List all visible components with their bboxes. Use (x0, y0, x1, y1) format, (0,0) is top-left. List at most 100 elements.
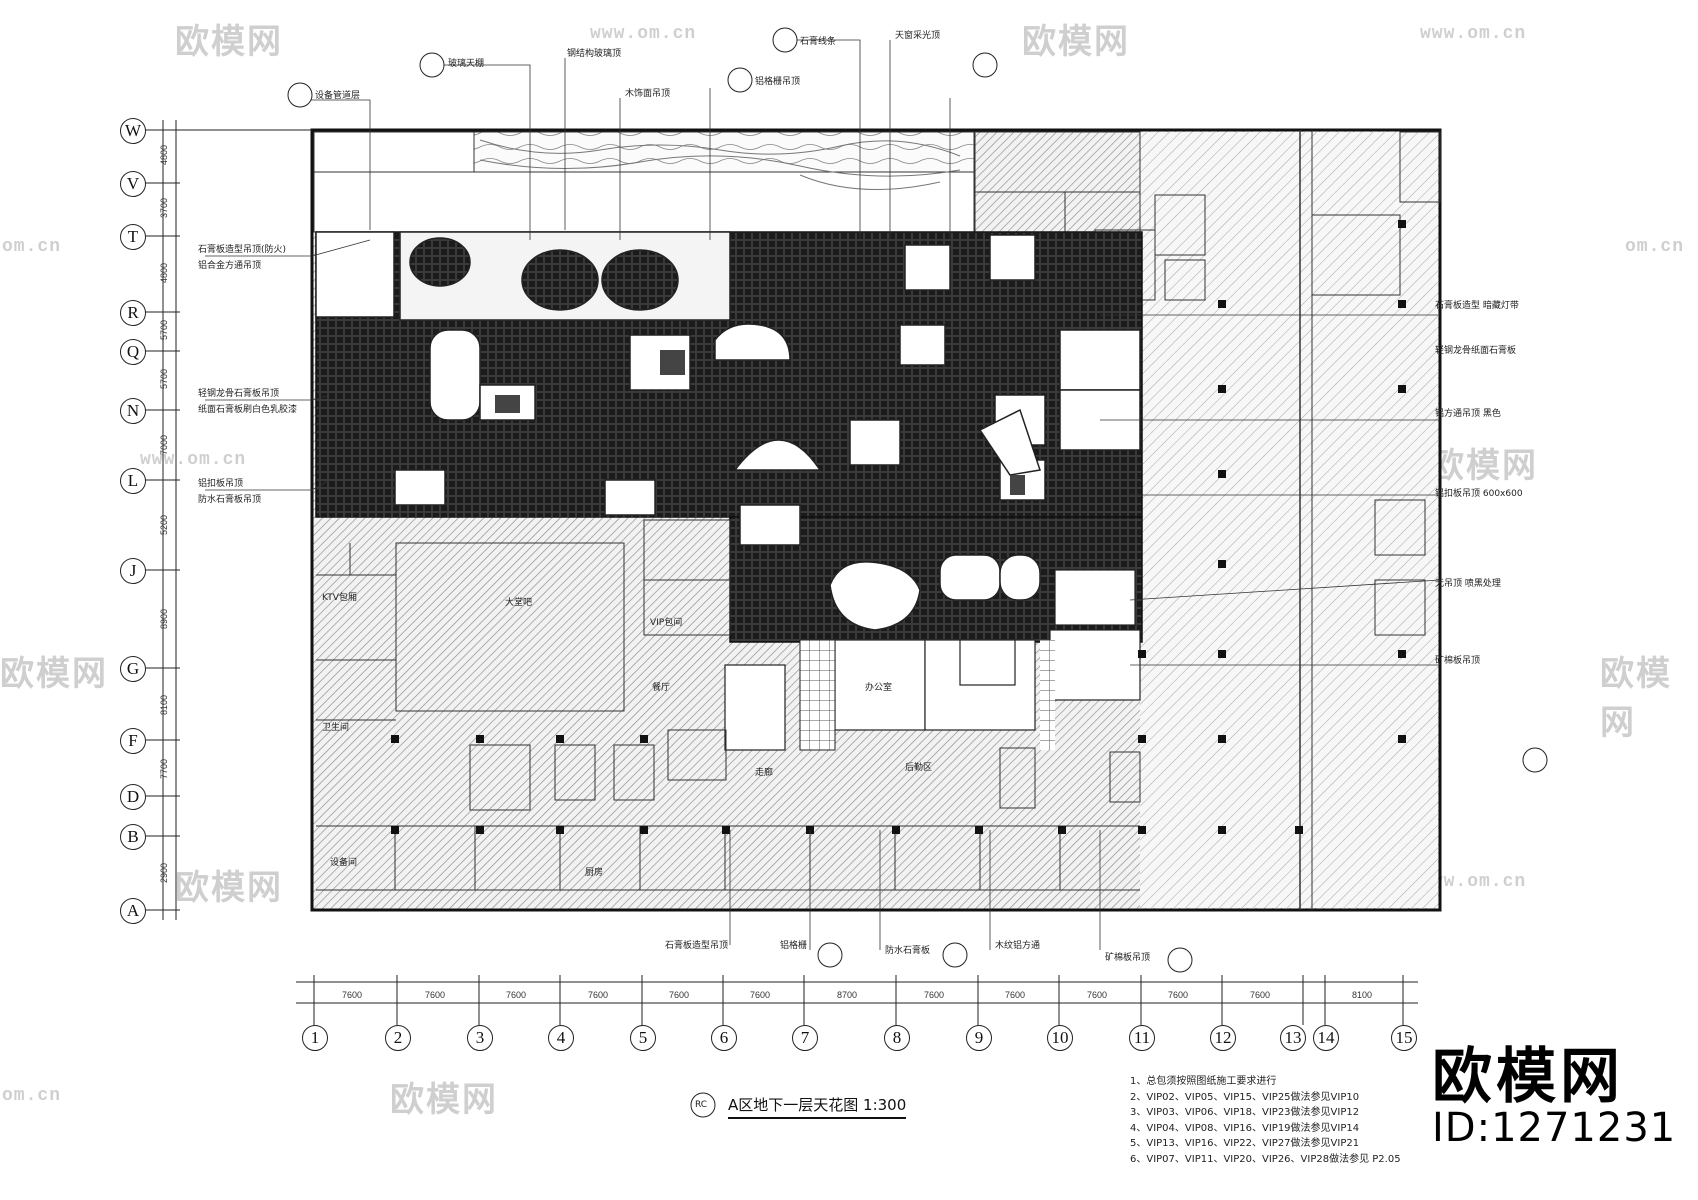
callout-label: 钢结构玻璃顶 (567, 49, 622, 59)
col-axis-bubble: 11 (1129, 1025, 1155, 1051)
room-label: 厨房 (585, 868, 604, 878)
row-axis-bubble: A (120, 898, 146, 924)
col-dim: 7600 (506, 990, 527, 1000)
row-dim: 5700 (159, 319, 170, 341)
callout-label: 玻璃天棚 (448, 59, 485, 69)
callout-label: 铝扣板吊顶 (198, 479, 244, 489)
callout-label: 木纹铝方通 (995, 941, 1041, 951)
room-label: 办公室 (865, 683, 893, 693)
note-line: 4、VIP04、VIP08、VIP16、VIP19做法参见VIP14 (1130, 1122, 1360, 1134)
room-label: KTV包厢 (322, 593, 357, 603)
note-line: 2、VIP02、VIP05、VIP15、VIP25做法参见VIP10 (1130, 1091, 1360, 1103)
row-axis-bubble: N (120, 398, 146, 424)
col-dim: 8100 (1352, 990, 1373, 1000)
watermark-url: www.om.cn (1420, 24, 1527, 44)
col-axis-bubble: 2 (385, 1025, 411, 1051)
row-axis-bubble: D (120, 784, 146, 810)
callout-label: 石膏板造型吊顶(防火) (198, 245, 287, 255)
callout-label: 天窗采光顶 (895, 31, 941, 41)
row-axis-bubble: B (120, 824, 146, 850)
col-axis-bubble: 14 (1313, 1025, 1339, 1051)
callout-label: 矿棉板吊顶 (1435, 656, 1481, 666)
row-axis-bubble: J (120, 558, 146, 584)
col-dim: 7600 (1005, 990, 1026, 1000)
note-line: 5、VIP13、VIP16、VIP22、VIP27做法参见VIP21 (1130, 1138, 1360, 1149)
col-dim: 7600 (750, 990, 771, 1000)
room-label: 走廊 (755, 768, 774, 778)
callout-label: 纸面石膏板刷白色乳胶漆 (198, 405, 298, 415)
watermark-url: om.cn (1625, 237, 1685, 257)
watermark-url: www.om.cn (590, 24, 697, 44)
callout-label: 轻钢龙骨纸面石膏板 (1435, 346, 1517, 356)
callout-label: 石膏板造型 暗藏灯带 (1435, 301, 1519, 311)
row-axis-bubble: W (120, 118, 146, 144)
col-dim: 7600 (1087, 990, 1108, 1000)
row-dim: 4800 (159, 144, 170, 166)
drawing-title: A区地下一层天花图 1:300 (728, 1094, 907, 1119)
col-axis-bubble: 12 (1210, 1025, 1236, 1051)
watermark-url: om.cn (2, 237, 62, 257)
col-dim: 7600 (1250, 990, 1271, 1000)
note-line: 6、VIP07、VIP11、VIP20、VIP26、VIP28做法参见 P2.0… (1130, 1153, 1401, 1165)
col-axis-bubble: 10 (1047, 1025, 1073, 1051)
row-axis-bubble: F (120, 728, 146, 754)
watermark-brand: 欧模网 (175, 868, 283, 908)
row-dim: 3700 (159, 197, 170, 219)
col-dim: 7600 (342, 990, 363, 1000)
callout-label: 防水石膏板 (885, 946, 931, 956)
col-axis-bubble: 4 (548, 1025, 574, 1051)
callout-label: 木饰面吊顶 (625, 89, 671, 99)
col-dim: 7600 (588, 990, 609, 1000)
note-line: 3、VIP03、VIP06、VIP18、VIP23做法参见VIP12 (1130, 1107, 1360, 1118)
callout-label: 轻钢龙骨石膏板吊顶 (198, 389, 280, 399)
callout-label: 矿棉板吊顶 (1105, 953, 1151, 963)
callout-label: 铝格栅 (780, 941, 808, 951)
row-dim: 5700 (159, 368, 170, 390)
col-axis-bubble: 1 (302, 1025, 328, 1051)
row-axis-bubble: V (120, 171, 146, 197)
watermark-brand: 欧模网 (1022, 22, 1130, 62)
col-axis-bubble: 6 (711, 1025, 737, 1051)
callout-label: 无吊顶 喷黑处理 (1435, 579, 1501, 589)
note-line: 1、总包须按照图纸施工要求进行 (1130, 1076, 1277, 1087)
row-axis-bubble: Q (120, 339, 146, 365)
row-dim: 4800 (159, 262, 170, 284)
col-axis-bubble: 15 (1391, 1025, 1417, 1051)
watermark-brand: 欧模网 (1600, 654, 1672, 743)
callout-label: 防水石膏板吊顶 (198, 495, 262, 505)
row-axis-bubble: R (120, 300, 146, 326)
col-dim: 7600 (1168, 990, 1189, 1000)
drawing-title-tag: RC (695, 1100, 708, 1110)
brand-logo-text: 欧模网 (1432, 1042, 1624, 1112)
callout-label: 铝格栅吊顶 (755, 77, 801, 87)
col-axis-bubble: 9 (966, 1025, 992, 1051)
callout-label: 铝方通吊顶 黑色 (1435, 409, 1501, 419)
callout-label: 石膏板造型吊顶 (665, 941, 729, 951)
room-label: 后勤区 (905, 763, 933, 773)
watermark-brand: 欧模网 (1430, 446, 1538, 486)
row-axis-bubble: G (120, 656, 146, 682)
watermark-url: www.om.cn (1420, 872, 1527, 892)
room-label: 大堂吧 (505, 598, 533, 608)
row-axis-bubble: T (120, 224, 146, 250)
watermark-brand: 欧模网 (0, 654, 108, 694)
row-dim: 2900 (159, 862, 170, 884)
room-label: VIP包间 (650, 618, 683, 628)
col-axis-bubble: 13 (1280, 1025, 1306, 1051)
watermark-url: www.om.cn (140, 450, 247, 470)
room-label: 设备间 (330, 858, 358, 868)
room-label: 卫生间 (322, 723, 350, 733)
row-dim: 7700 (159, 758, 170, 780)
col-axis-bubble: 7 (792, 1025, 818, 1051)
col-axis-bubble: 5 (630, 1025, 656, 1051)
callout-label: 石膏线条 (800, 37, 837, 47)
brand-id: ID:1271231 (1432, 1105, 1677, 1151)
watermark-url: om.cn (2, 1086, 62, 1106)
callout-label: 设备管道层 (315, 91, 361, 101)
row-axis-bubble: L (120, 468, 146, 494)
watermark-brand: 欧模网 (390, 1080, 498, 1120)
room-label: 餐厅 (652, 683, 671, 693)
row-dim: 5200 (159, 514, 170, 536)
col-dim: 7600 (669, 990, 690, 1000)
